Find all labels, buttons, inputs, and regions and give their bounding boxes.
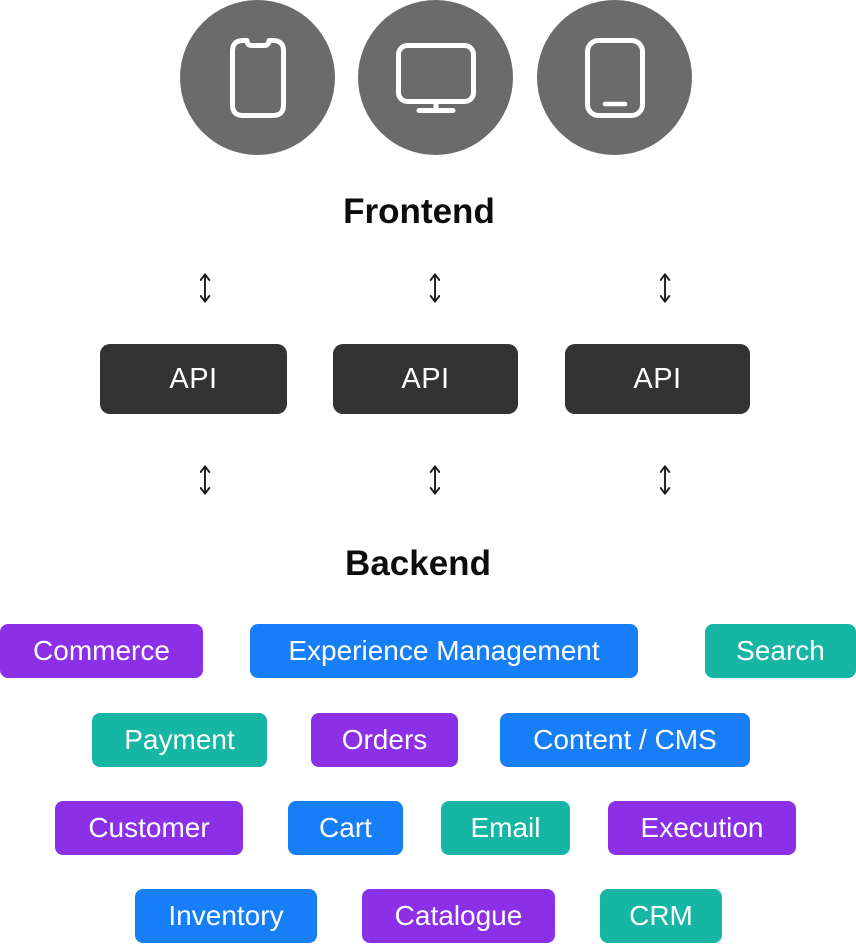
updown-arrow-icon — [429, 273, 441, 303]
service-pill-content-cms: Content / CMS — [500, 713, 750, 767]
api-node: API — [333, 344, 518, 414]
service-pill-cart: Cart — [288, 801, 403, 855]
updown-arrow-icon — [199, 273, 211, 303]
smartphone-icon — [229, 37, 286, 118]
service-pill-execution: Execution — [608, 801, 796, 855]
updown-arrow-icon — [659, 465, 671, 495]
service-pill-commerce: Commerce — [0, 624, 203, 678]
service-pill-email: Email — [441, 801, 570, 855]
service-pill-orders: Orders — [311, 713, 458, 767]
backend-layer-title: Backend — [345, 544, 491, 583]
desktop-monitor-icon — [395, 42, 476, 113]
service-pill-customer: Customer — [55, 801, 243, 855]
service-pill-catalogue: Catalogue — [362, 889, 555, 943]
service-pill-crm: CRM — [600, 889, 722, 943]
device-circle-smartphone — [180, 0, 335, 155]
tablet-icon — [584, 37, 645, 118]
updown-arrow-icon — [199, 465, 211, 495]
updown-arrow-icon — [659, 273, 671, 303]
api-node: API — [565, 344, 750, 414]
service-pill-experience-management: Experience Management — [250, 624, 638, 678]
service-pill-payment: Payment — [92, 713, 267, 767]
frontend-layer-title: Frontend — [343, 192, 495, 231]
service-pill-inventory: Inventory — [135, 889, 317, 943]
device-circle-desktop — [358, 0, 513, 155]
api-node: API — [100, 344, 287, 414]
updown-arrow-icon — [429, 465, 441, 495]
device-circle-tablet — [537, 0, 692, 155]
service-pill-search: Search — [705, 624, 856, 678]
